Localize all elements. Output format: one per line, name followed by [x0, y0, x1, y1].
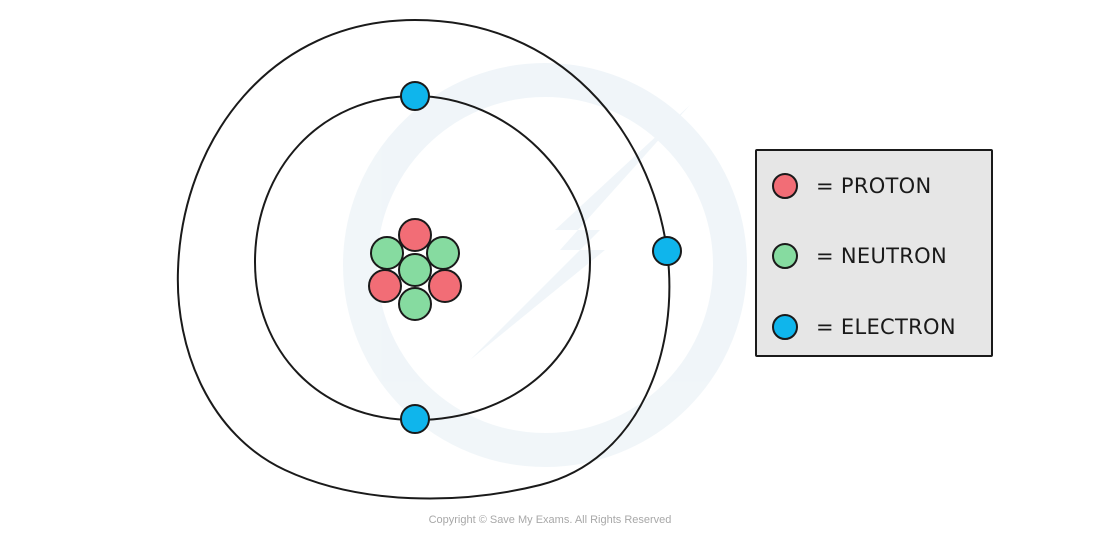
- legend-item-neutron: = NEUTRON: [772, 241, 947, 271]
- electron-inner-shell-bottom: [400, 404, 430, 434]
- legend-item-proton: = PROTON: [772, 171, 932, 201]
- electron-swatch-icon: [772, 314, 798, 340]
- watermark-ring: [343, 63, 747, 467]
- watermark-bolt: [470, 105, 690, 360]
- nucleus-neutron: [398, 253, 432, 287]
- nucleus-neutron: [426, 236, 460, 270]
- nucleus-proton: [398, 218, 432, 252]
- legend-label-proton: = PROTON: [816, 174, 932, 198]
- legend-box: = PROTON = NEUTRON = ELECTRON: [755, 149, 993, 357]
- electron-inner-shell-top: [400, 81, 430, 111]
- proton-swatch-icon: [772, 173, 798, 199]
- nucleus-neutron: [398, 287, 432, 321]
- nucleus: [368, 218, 462, 321]
- legend-item-electron: = ELECTRON: [772, 312, 956, 342]
- electrons: [400, 81, 682, 434]
- outer-electron-shell: [176, 18, 671, 500]
- legend-label-neutron: = NEUTRON: [816, 244, 947, 268]
- electron-outer-shell-right: [652, 236, 682, 266]
- neutron-swatch-icon: [772, 243, 798, 269]
- nucleus-proton: [368, 269, 402, 303]
- watermark-logo-icon: [343, 63, 747, 467]
- nucleus-proton: [428, 269, 462, 303]
- copyright-notice: Copyright © Save My Exams. All Rights Re…: [428, 514, 672, 526]
- nucleus-neutron: [370, 236, 404, 270]
- legend-label-electron: = ELECTRON: [816, 315, 956, 339]
